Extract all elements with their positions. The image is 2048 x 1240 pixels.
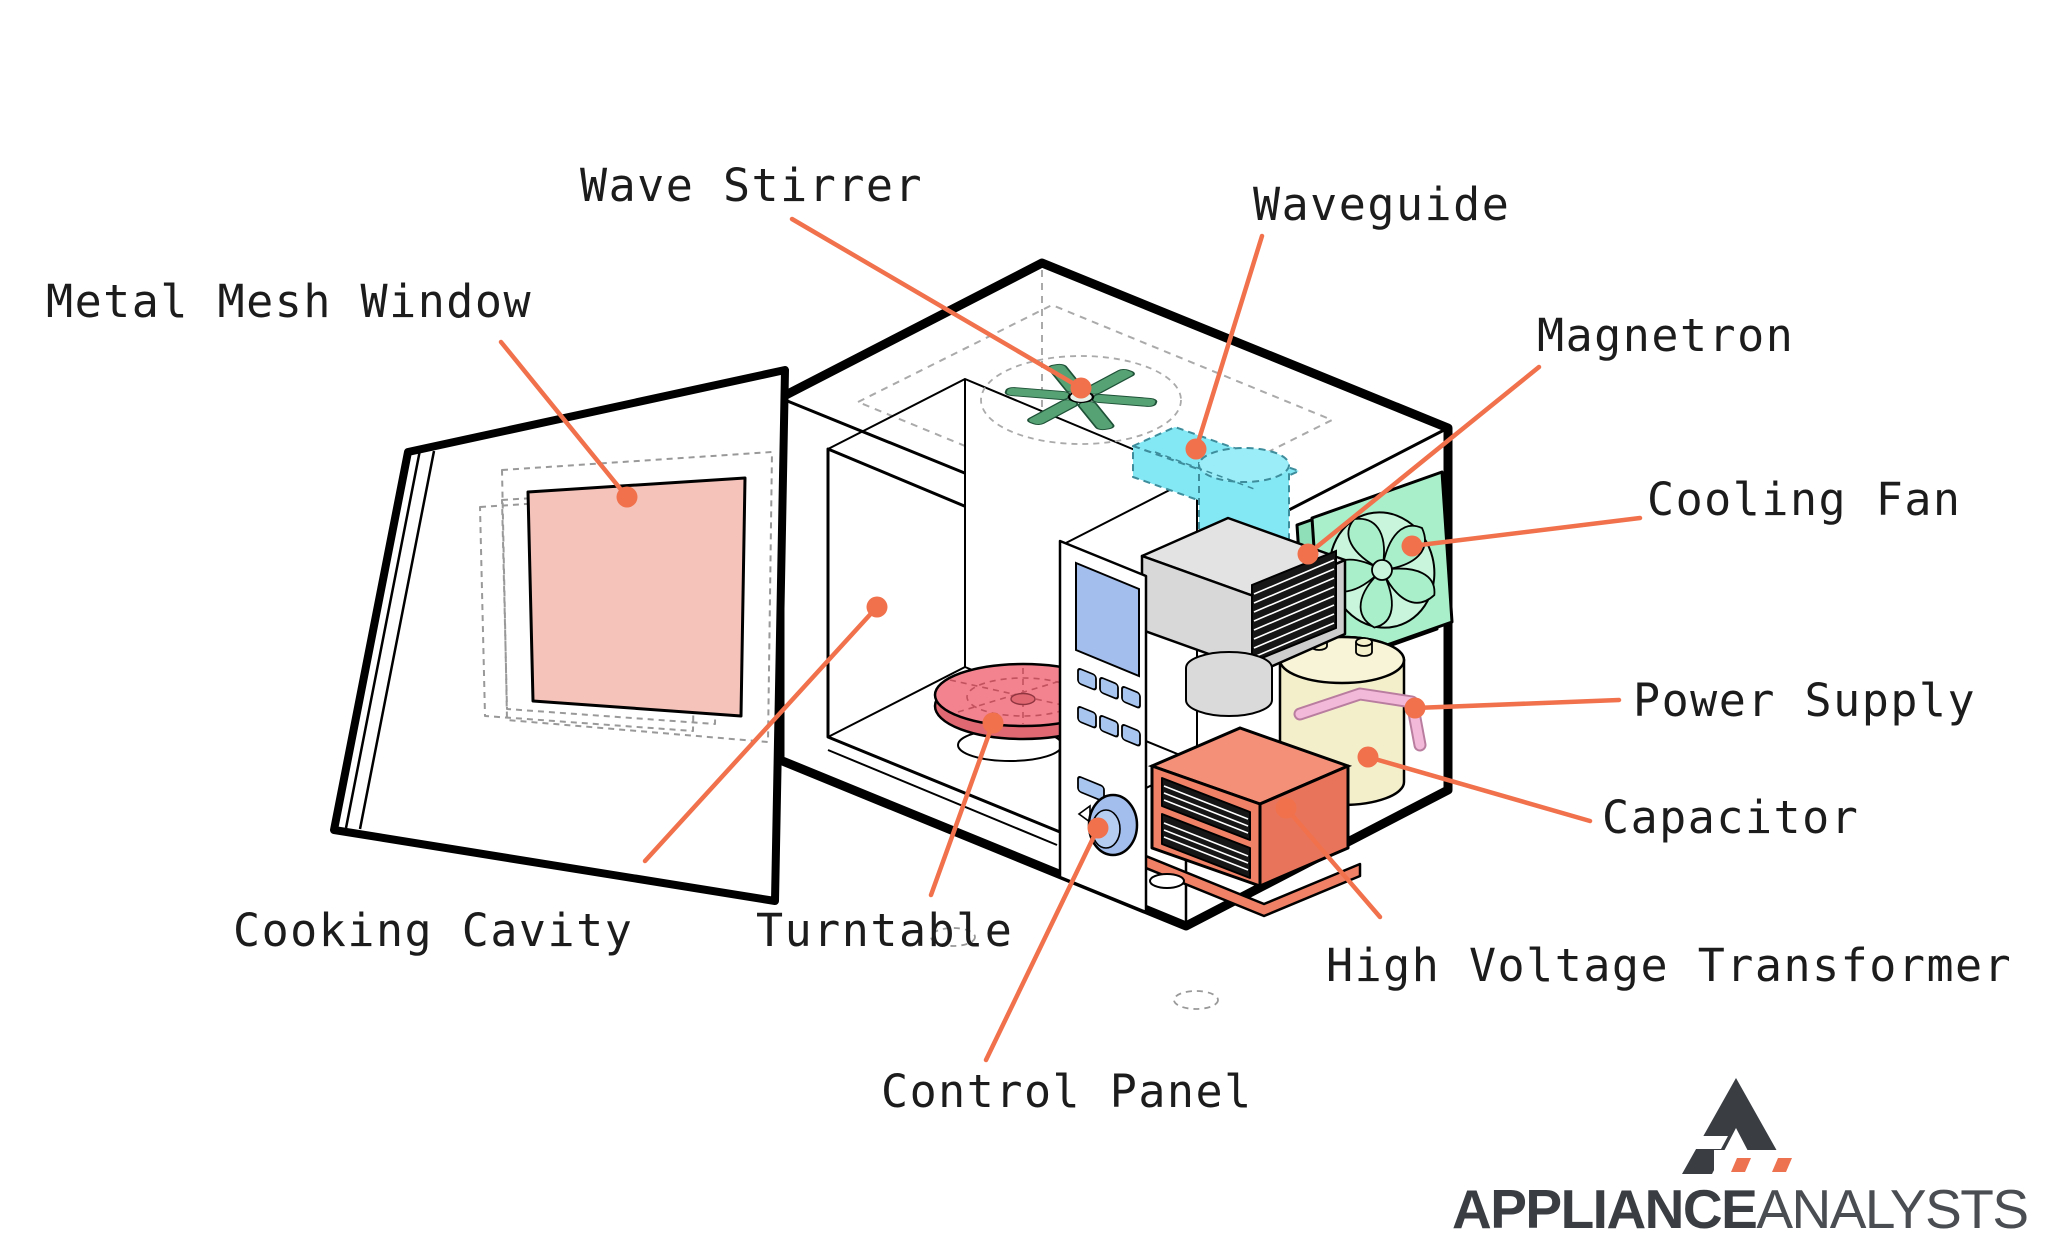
label-cooling-fan: Cooling Fan — [1647, 473, 1962, 526]
power-supply-wires — [1293, 687, 1427, 752]
waveguide — [1132, 426, 1300, 570]
logo-diamonds-icon — [1731, 1158, 1792, 1172]
transformer-laminations — [1161, 777, 1251, 879]
control-panel-buttons[interactable] — [1077, 668, 1141, 816]
label-control-panel: Control Panel — [881, 1065, 1253, 1118]
label-magnetron: Magnetron — [1537, 309, 1795, 362]
label-wave-stirrer: Wave Stirrer — [580, 159, 924, 212]
label-cooking-cavity: Cooking Cavity — [233, 904, 634, 957]
magnetron-fins — [1251, 549, 1337, 664]
label-capacitor: Capacitor — [1602, 791, 1860, 844]
label-power-supply: Power Supply — [1633, 674, 1977, 727]
control-panel-display — [1075, 561, 1140, 678]
label-turntable: Turntable — [756, 904, 1014, 957]
magnetron — [1140, 516, 1347, 717]
microwave-feet — [930, 873, 1219, 1010]
label-metal-mesh-window: Metal Mesh Window — [46, 275, 533, 328]
label-waveguide: Waveguide — [1253, 178, 1511, 231]
control-panel — [1058, 539, 1148, 914]
logo-text: APPLIANCEANALYSTS — [1452, 1182, 2029, 1237]
logo-text-bold: APPLIANCE — [1452, 1178, 1758, 1240]
logo-text-light: ANALYSTS — [1756, 1178, 2029, 1240]
label-high-voltage-transformer: High Voltage Transformer — [1326, 939, 2013, 992]
